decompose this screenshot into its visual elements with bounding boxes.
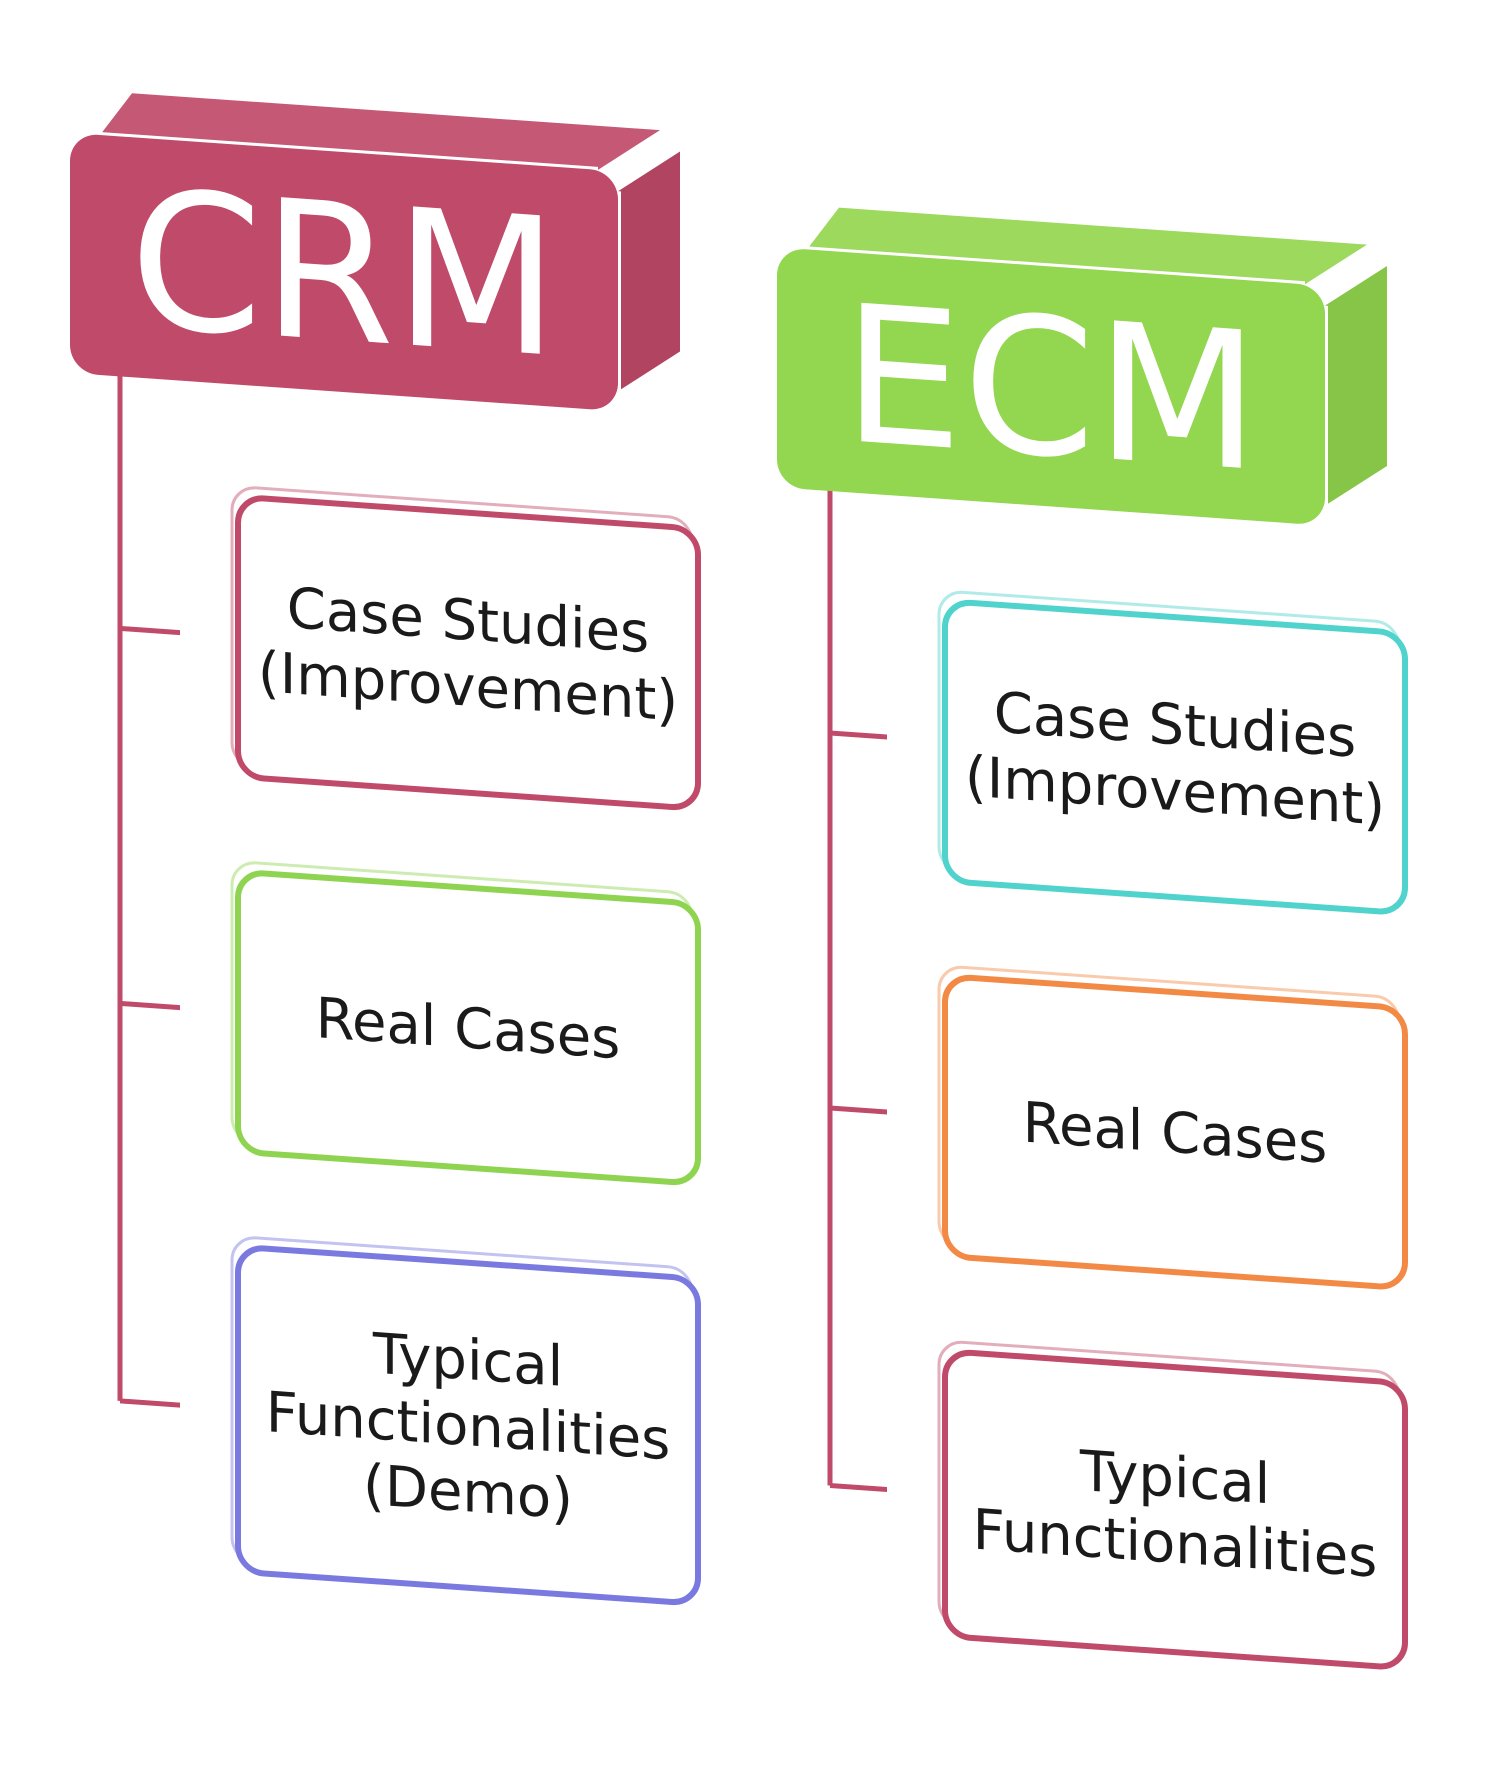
child-box-label: Typical [1079,1439,1270,1517]
header-top-face [100,93,660,170]
child-box-frame [942,974,1408,1290]
header-title: CRM [130,148,559,400]
column-crm: CRM Case Studies(Improvement) Real CasesTy… [70,93,701,1606]
header-title: ECM [843,263,1260,514]
connector-tick [830,730,887,740]
header-front-face [777,249,1325,524]
connector-tick [120,625,180,636]
child-box: Real Cases [937,965,1408,1290]
header-top-face [807,207,1367,285]
column-ecm: ECM Case Studies(Improvement) Real CasesTy… [777,207,1408,1670]
header-front-face [70,134,618,410]
child-box-frame [942,599,1408,915]
child-box: Real Cases [230,861,701,1186]
child-box-frame [235,1245,701,1606]
child-box: Case Studies(Improvement) [937,590,1408,915]
connector-tick [830,1483,887,1493]
child-box-frame [235,870,701,1186]
connector-tick [830,1105,887,1115]
child-box-label: (Demo) [363,1453,573,1533]
child-box-frame [235,495,701,811]
connector-tick [120,1000,180,1011]
header-side-face [618,151,680,392]
connector-tick [120,1398,180,1408]
header-side-face [1325,265,1387,506]
child-box-label: Typical [372,1322,563,1400]
child-box: Case Studies(Improvement) [230,486,701,811]
child-box-frame [942,1349,1408,1670]
